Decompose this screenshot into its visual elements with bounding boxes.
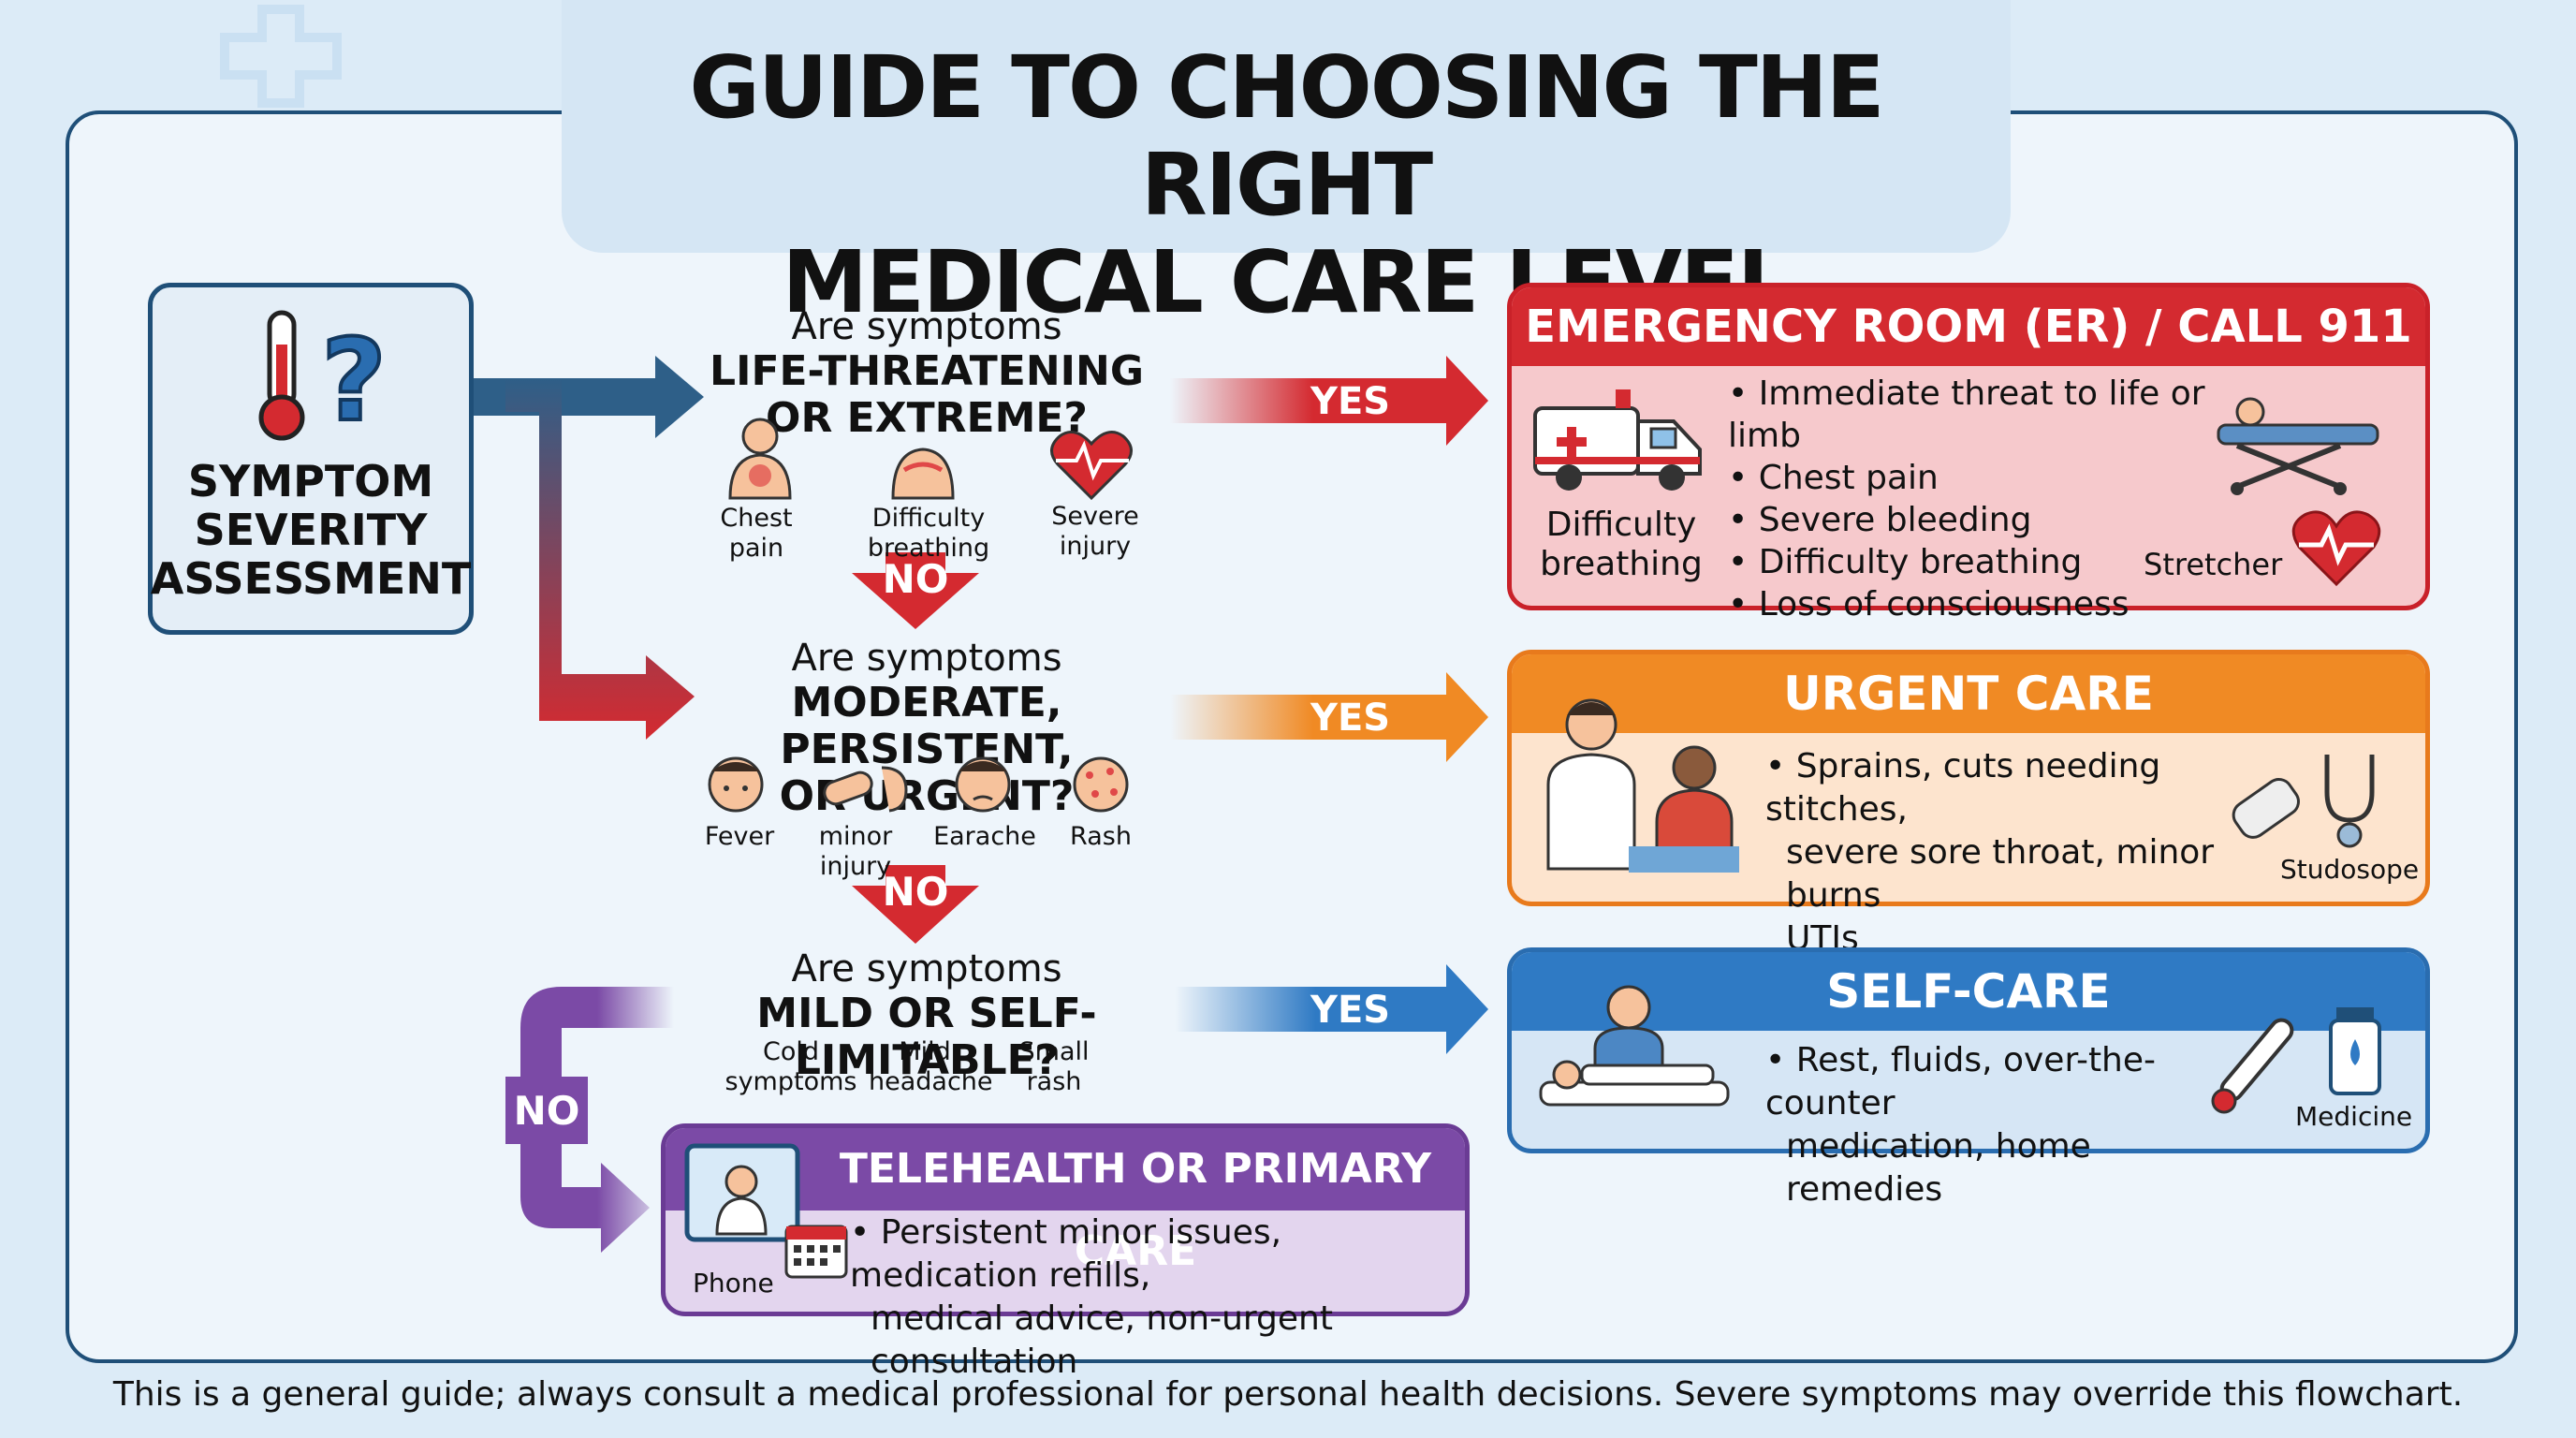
title-line-1: GUIDE TO CHOOSING THE RIGHT xyxy=(689,37,1884,235)
telehealth-bullet-list: Persistent minor issues, medication refi… xyxy=(850,1211,1468,1384)
er-left-caption: Difficulty breathing xyxy=(1540,506,1703,583)
yes-arrow-1 xyxy=(1170,356,1488,446)
heart-pulse-icon xyxy=(2291,510,2381,587)
bandage-stethoscope-icon xyxy=(2232,755,2375,848)
selfcare-right-caption: Medicine xyxy=(2295,1101,2413,1132)
no-badge-3 xyxy=(505,1077,588,1144)
question-1-icons xyxy=(728,418,1133,501)
caption-chest-pain: Chest pain xyxy=(720,504,793,563)
arrow-to-question-2 xyxy=(505,378,695,740)
er-right-caption: Stretcher xyxy=(2144,547,2283,582)
er-bullet: Loss of consciousness xyxy=(1728,583,2215,625)
telehealth-bullet: medical advice, non-urgent consultation xyxy=(871,1299,1333,1381)
yes-label-1: YES xyxy=(1310,380,1391,423)
telehealth-bullet: Persistent minor issues, medication refi… xyxy=(850,1211,1468,1298)
er-bullet: Immediate threat to life or limb xyxy=(1728,373,2215,457)
er-bullet-list: Immediate threat to life or limb Chest p… xyxy=(1728,373,2215,625)
earache-icon xyxy=(955,756,1011,813)
urgent-title: URGENT CARE xyxy=(1512,654,2425,733)
caption-difficulty-breathing: Difficulty breathing xyxy=(867,504,990,563)
urgent-bullet: severe sore throat, minor burns xyxy=(1786,833,2215,915)
question-2-text: MODERATE, PERSISTENT, OR URGENT? xyxy=(779,679,1075,820)
start-node xyxy=(148,283,474,635)
severe-injury-icon xyxy=(1050,431,1133,501)
question-3-intro: Are symptoms xyxy=(791,947,1062,990)
minor-injury-icon xyxy=(823,766,908,813)
caption-severe-injury: Severe injury xyxy=(1051,502,1139,561)
ambulance-icon xyxy=(1533,389,1702,491)
question-2-icons xyxy=(708,756,1129,813)
er-bullet: Chest pain xyxy=(1728,457,2215,499)
er-bullet: Difficulty breathing xyxy=(1728,541,2215,583)
svg-text:?: ? xyxy=(321,316,387,447)
question-1-intro: Are symptoms xyxy=(791,305,1062,348)
caption-small-rash: Small rash xyxy=(1018,1037,1090,1096)
caption-mild-headache: Mild headache xyxy=(869,1037,993,1096)
no-arrow-1 xyxy=(852,552,979,629)
caption-fever: Fever xyxy=(704,822,775,851)
caption-cold-symptoms: Cold xyxy=(762,1037,819,1066)
stretcher-icon xyxy=(2217,397,2379,495)
caption-earache: Earache xyxy=(933,822,1036,851)
caption-rash: Rash xyxy=(1070,822,1132,851)
rash-icon xyxy=(1073,756,1129,813)
telehealth-left-caption: Phone xyxy=(693,1268,774,1299)
selfcare-title: SELF-CARE xyxy=(1512,952,2425,1031)
urgent-right-caption: Studosope xyxy=(2280,854,2420,885)
selfcare-bullet: medication, home remedies xyxy=(1786,1127,2091,1209)
yes-label-3: YES xyxy=(1310,989,1391,1032)
chest-pain-icon xyxy=(728,418,792,500)
caption-minor-injury: minor injury xyxy=(818,822,893,881)
yes-label-2: YES xyxy=(1310,697,1391,740)
yes-arrow-3 xyxy=(1175,964,1488,1054)
thermometer-question-icon: ? xyxy=(258,310,388,448)
no-label-3: NO xyxy=(513,1088,580,1134)
difficulty-breathing-icon xyxy=(891,448,955,500)
thermometer-medicine-icon xyxy=(2211,1007,2381,1114)
yes-arrow-2 xyxy=(1170,672,1488,762)
no-label-2: NO xyxy=(882,869,949,915)
start-label: SYMPTOM SEVERITY ASSESSMENT xyxy=(150,456,472,604)
urgent-bullet: Sprains, cuts needing stitches, xyxy=(1765,745,2233,831)
no-label-1: NO xyxy=(882,556,949,602)
er-bullet: Severe bleeding xyxy=(1728,499,2215,541)
medical-cross-icon xyxy=(220,5,342,108)
selfcare-bullet: Rest, fluids, over-the-counter xyxy=(1765,1039,2233,1125)
video-call-calendar-icon xyxy=(684,1143,848,1279)
no-arrow-3 xyxy=(520,987,674,1253)
title-banner xyxy=(562,0,2011,253)
no-arrow-2 xyxy=(852,865,979,944)
doctor-patient-icon xyxy=(1546,698,1739,873)
urgent-bullet-list: Sprains, cuts needing stitches, severe s… xyxy=(1765,745,2233,961)
question-1-text: LIFE-THREATENING OR EXTREME? xyxy=(710,347,1144,442)
question-2-intro: Are symptoms xyxy=(791,637,1062,680)
er-title: EMERGENCY ROOM (ER) / CALL 911 xyxy=(1512,287,2425,366)
arrow-to-question-1 xyxy=(474,356,704,438)
question-3-text: MILD OR SELF-LIMITABLE? xyxy=(756,990,1097,1084)
fever-icon xyxy=(708,756,764,813)
person-resting-icon xyxy=(1539,985,1730,1107)
selfcare-bullet-list: Rest, fluids, over-the-counter medicatio… xyxy=(1765,1039,2233,1211)
disclaimer-footer: This is a general guide; always consult … xyxy=(112,1375,2464,1414)
page-title: GUIDE TO CHOOSING THE RIGHT MEDICAL CARE… xyxy=(562,39,2011,331)
